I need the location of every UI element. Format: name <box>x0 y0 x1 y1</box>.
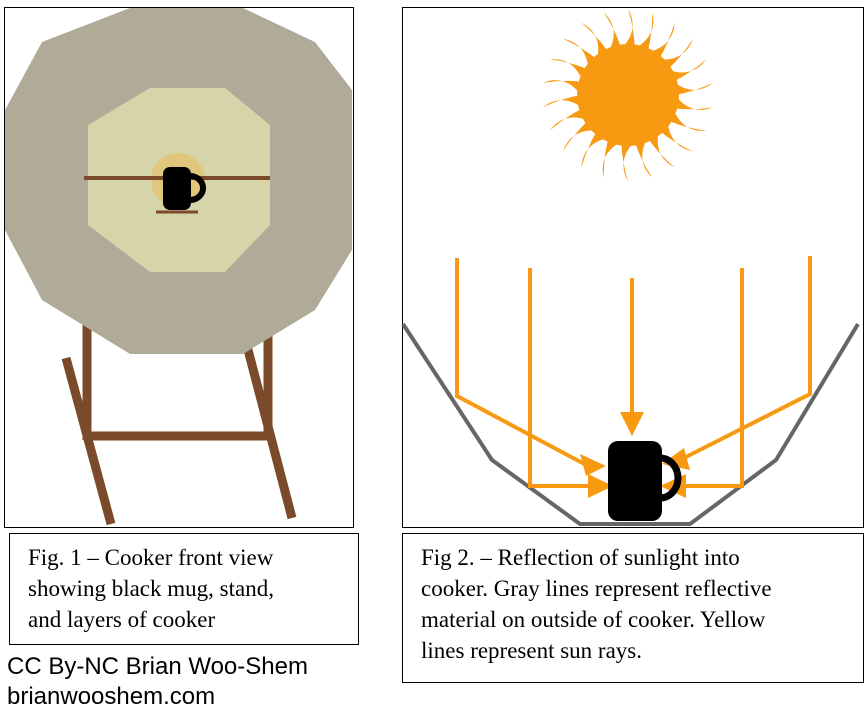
caption-line: Fig. 1 – Cooker front view <box>28 545 274 570</box>
stand-leg-left-slant <box>61 356 116 526</box>
arrowhead-inner-left <box>588 474 613 498</box>
caption-line: lines represent sun rays. <box>421 638 642 663</box>
sun-ray-outer-right <box>679 256 812 462</box>
sun-rays <box>455 256 812 488</box>
caption-line: material on outside of cooker. Yellow <box>421 607 766 632</box>
figure-2-caption: Fig 2. – Reflection of sunlight into coo… <box>402 533 864 683</box>
license-credit: CC By-NC Brian Woo-Shem <box>7 653 308 680</box>
sun-disc <box>577 44 679 146</box>
mug-icon <box>163 167 206 210</box>
reflection-diagram <box>401 9 860 526</box>
reflector-outline <box>401 322 860 526</box>
sun-ray-outer-left <box>455 258 589 468</box>
figure-1-caption: Fig. 1 – Cooker front view showing black… <box>9 533 359 645</box>
mug-icon <box>608 441 682 521</box>
caption-line: Fig 2. – Reflection of sunlight into <box>421 545 740 570</box>
sun-ray-inner-right <box>676 268 744 488</box>
caption-line: cooker. Gray lines represent reflective <box>421 576 772 601</box>
sun-ray-inner-left <box>528 268 596 488</box>
cooker-front-view <box>5 8 352 526</box>
caption-line: showing black mug, stand, <box>28 576 274 601</box>
stand-leg-right-slant <box>242 344 297 520</box>
website-credit: brianwooshem.com <box>7 683 216 710</box>
sun-icon <box>542 9 714 181</box>
caption-line: and layers of cooker <box>28 607 216 632</box>
arrowhead-outer-left <box>580 454 606 476</box>
arrowhead-down <box>620 412 644 436</box>
